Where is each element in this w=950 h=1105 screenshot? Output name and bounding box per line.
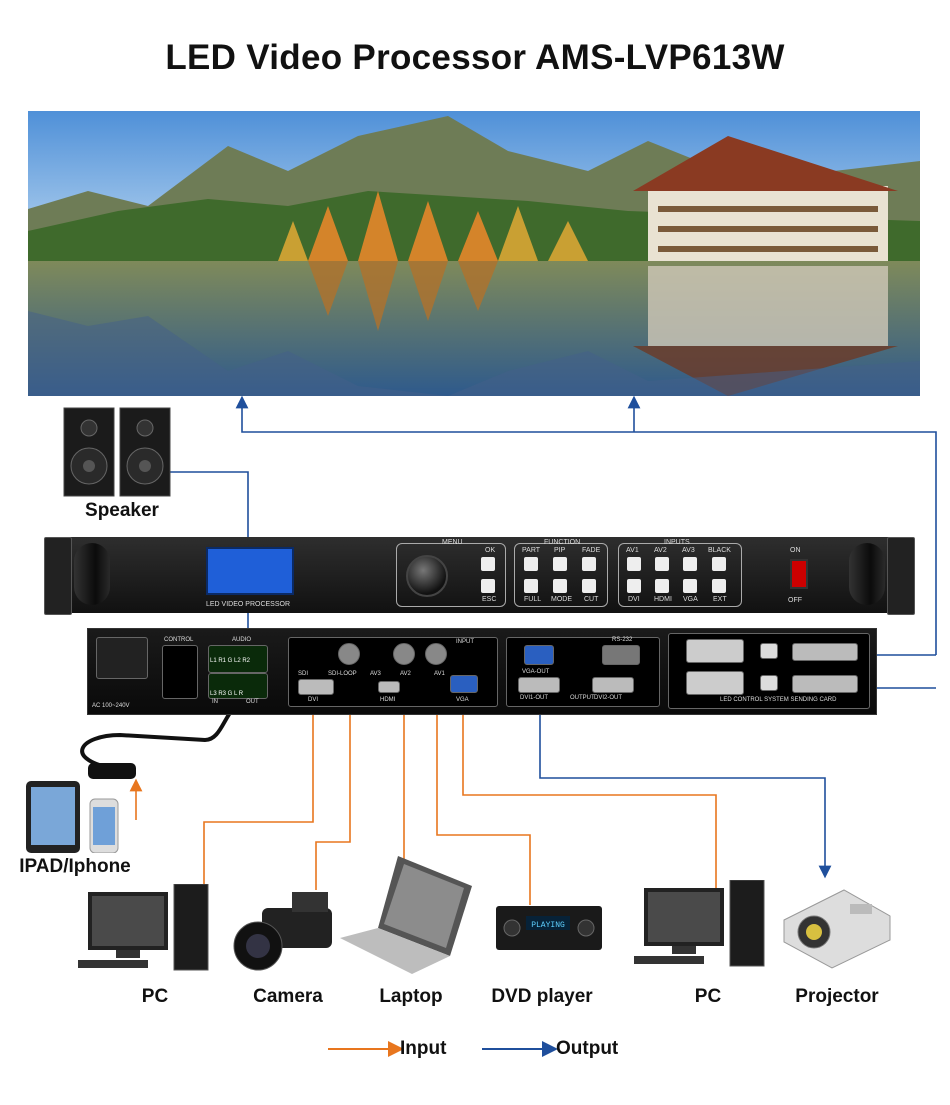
processor-back-panel: AC 100~240V CONTROL AUDIO L1 R1 G L2 R2 … — [87, 628, 877, 715]
dvd-label: DVD player — [491, 986, 593, 1007]
card-dvi-port-2[interactable] — [792, 675, 858, 693]
menu-group — [396, 543, 506, 607]
usb-port-2[interactable] — [760, 675, 778, 691]
lcd-caption: LED VIDEO PROCESSOR — [206, 601, 291, 608]
pc-right-label: PC — [694, 986, 722, 1007]
av2-button[interactable] — [655, 557, 669, 571]
output-line-screen — [235, 395, 937, 655]
av3-button[interactable] — [683, 557, 697, 571]
ext-button[interactable] — [712, 579, 726, 593]
laptop-label: Laptop — [379, 986, 443, 1007]
ethernet-ports-2[interactable] — [686, 671, 744, 695]
lcd-display — [206, 547, 294, 595]
cut-button[interactable] — [582, 579, 596, 593]
led-screen-image — [28, 111, 920, 396]
function-group — [514, 543, 608, 607]
fade-button[interactable] — [582, 557, 596, 571]
page-title: LED Video Processor AMS-LVP613W — [165, 38, 785, 77]
dvi2-out-port[interactable] — [592, 677, 634, 693]
hdmi-button[interactable] — [655, 579, 669, 593]
vga-out-port[interactable] — [524, 645, 554, 665]
audio-adapter-icon — [88, 763, 136, 779]
black-button[interactable] — [712, 557, 726, 571]
dvi-button[interactable] — [627, 579, 641, 593]
ipad-iphone-icon — [26, 781, 126, 858]
control-ports[interactable] — [162, 645, 198, 699]
dvd-player-icon: PLAYING — [496, 906, 602, 961]
power-on-label: ON — [790, 547, 801, 554]
inputs-label: INPUTS — [664, 539, 690, 546]
power-off-label: OFF — [788, 597, 802, 604]
pip-button[interactable] — [553, 557, 567, 571]
ethernet-ports-1[interactable] — [686, 639, 744, 663]
ok-button[interactable] — [481, 557, 495, 571]
audio-terminal-in[interactable] — [208, 645, 268, 673]
camera-label: Camera — [253, 986, 323, 1007]
laptop-icon — [340, 856, 474, 981]
dvi1-out-port[interactable] — [518, 677, 560, 693]
pc-left-icon — [78, 883, 210, 977]
card-dvi-port-1[interactable] — [792, 643, 858, 661]
av2-bnc-port[interactable] — [393, 643, 415, 665]
mode-button[interactable] — [553, 579, 567, 593]
ipad-label: IPAD/Iphone — [19, 856, 131, 877]
processor-front-panel: LED VIDEO PROCESSOR MENU OK ESC FUNCTION… — [44, 537, 915, 615]
legend-output-label: Output — [556, 1038, 619, 1059]
input-line-pc-left — [203, 691, 320, 888]
inputs-group — [618, 543, 742, 607]
speaker-label: Speaker — [85, 500, 159, 521]
pc-left-label: PC — [141, 986, 169, 1007]
av3-bnc-port[interactable] — [338, 643, 360, 665]
input-line-pc-right — [456, 693, 717, 888]
menu-label: MENU — [442, 539, 463, 546]
projector-icon — [774, 880, 894, 975]
dvi-in-port[interactable] — [298, 679, 334, 695]
part-button[interactable] — [524, 557, 538, 571]
menu-knob[interactable] — [406, 555, 448, 597]
power-switch[interactable] — [790, 559, 808, 589]
output-line-projector — [539, 690, 832, 879]
full-button[interactable] — [524, 579, 538, 593]
speaker-icon — [62, 406, 174, 503]
legend-input-label: Input — [400, 1038, 447, 1059]
dvd-display-text: PLAYING — [531, 921, 565, 930]
usb-port-1[interactable] — [760, 643, 778, 659]
vga-button[interactable] — [683, 579, 697, 593]
vga-in-port[interactable] — [450, 675, 478, 693]
pc-right-icon — [634, 879, 766, 973]
function-label: FUNCTION — [544, 539, 581, 546]
power-inlet[interactable] — [96, 637, 148, 679]
projector-label: Projector — [795, 986, 879, 1007]
camera-icon — [232, 888, 340, 981]
hdmi-in-port[interactable] — [378, 681, 400, 693]
av1-bnc-port[interactable] — [425, 643, 447, 665]
audio-terminal-out[interactable] — [208, 673, 268, 699]
av1-button[interactable] — [627, 557, 641, 571]
rs232-port[interactable] — [602, 645, 640, 665]
esc-button[interactable] — [481, 579, 495, 593]
